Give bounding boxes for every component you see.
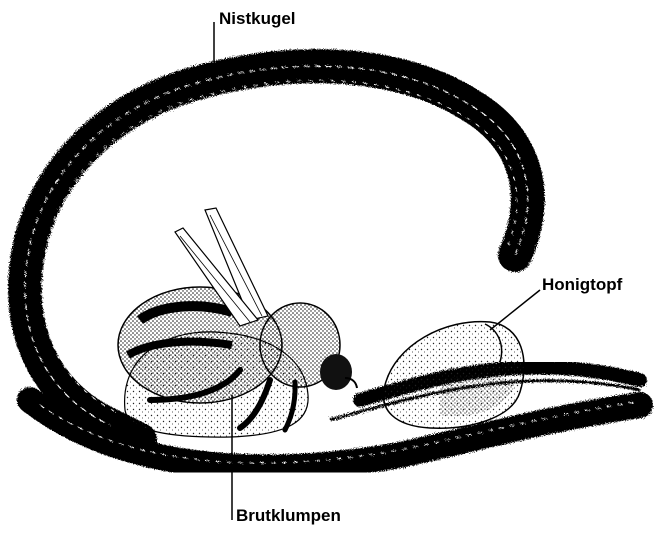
honey-pot-leader — [490, 290, 540, 330]
label-brutklumpen: Brutklumpen — [236, 506, 341, 526]
label-nistkugel: Nistkugel — [219, 9, 296, 29]
honey-pot — [383, 322, 524, 429]
label-honigtopf: Honigtopf — [542, 275, 622, 295]
